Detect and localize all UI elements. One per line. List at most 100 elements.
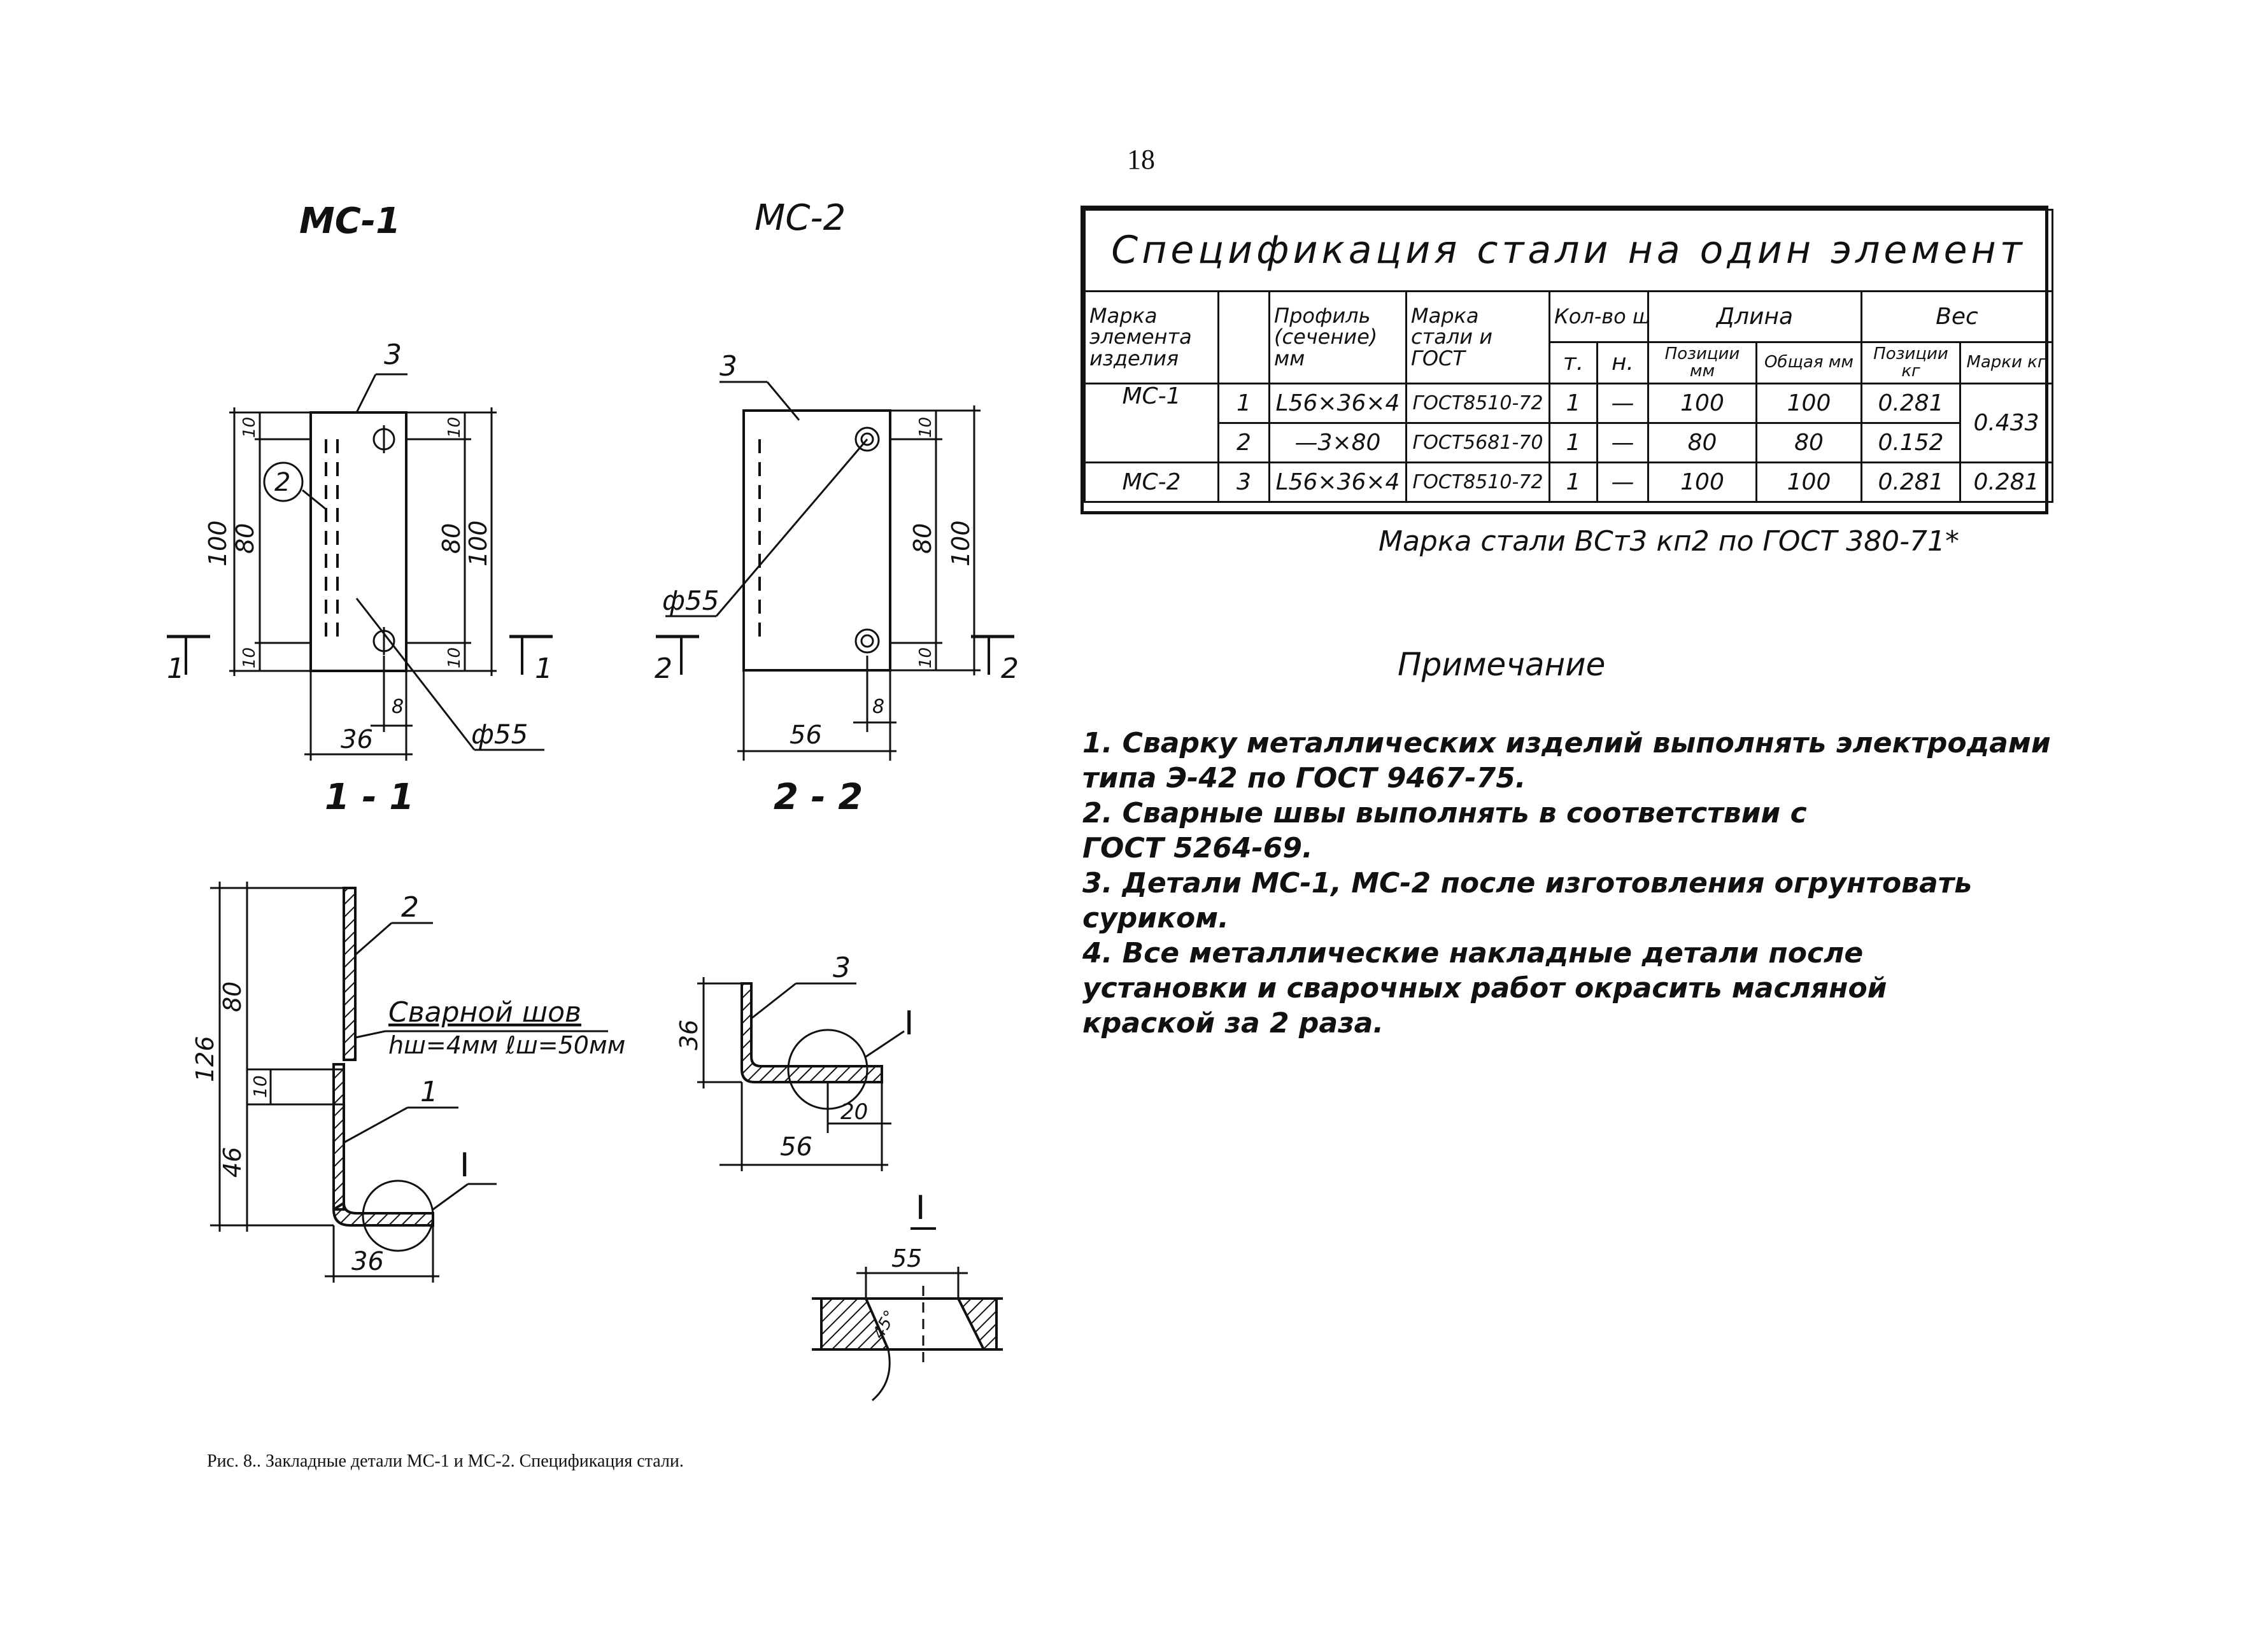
cell-len-total: 100 xyxy=(1755,383,1862,424)
mc1-hole-label: ф55 xyxy=(471,719,528,750)
hdr-w-mark: Марки кг xyxy=(1959,341,2053,384)
note-line: ГОСТ 5264-69. xyxy=(1082,832,1313,864)
mc2-plan xyxy=(656,381,1014,761)
cell-n: — xyxy=(1596,461,1649,503)
table-row: МС-1 1 L56×36×4 ГОСТ8510-72 1 — 100 100 … xyxy=(1084,383,2053,463)
hdr-weight: Вес xyxy=(1860,290,2053,343)
note-line: типа Э-42 по ГОСТ 9467-75. xyxy=(1082,762,1526,794)
detail-i xyxy=(812,1227,1003,1402)
mc1-dim-80-left: 80 xyxy=(231,523,259,554)
mc1-callout-2: 2 xyxy=(274,468,290,497)
cell-w-pos: 0.281 xyxy=(1860,461,1961,503)
note-line: установки и сварочных работ окрасить мас… xyxy=(1082,972,1887,1004)
mc1-dim-8: 8 xyxy=(392,696,404,718)
spec-table: Спецификация стали на один элемент Марка… xyxy=(1081,206,2053,514)
cell-mark: МС-2 xyxy=(1084,461,1219,503)
spec-title: Спецификация стали на один элемент xyxy=(1084,209,2053,292)
mc1-dim-10-a: 10 xyxy=(240,417,259,438)
s1-weld-title: Сварной шов xyxy=(388,996,581,1029)
section-1-1 xyxy=(210,882,608,1283)
hdr-steel: Марка стали и ГОСТ xyxy=(1405,290,1550,384)
s1-pos-1: 1 xyxy=(420,1076,438,1108)
mc2-hole-label: ф55 xyxy=(662,585,719,616)
mc2-dim-10-b: 10 xyxy=(916,647,935,668)
cell-pos: 3 xyxy=(1217,461,1270,503)
hdr-len-total: Общая мм xyxy=(1755,341,1862,384)
cell-t: 1 xyxy=(1549,461,1598,503)
cell-steel: ГОСТ8510-72 xyxy=(1405,383,1550,424)
mc1-dim-100-right: 100 xyxy=(464,520,492,567)
cell-profile: L56×36×4 xyxy=(1268,383,1407,424)
note-line: 2. Сварные швы выполнять в соответствии … xyxy=(1082,797,1807,829)
section-2-2 xyxy=(697,977,905,1171)
hdr-profile: Профиль (сечение) мм xyxy=(1268,290,1407,384)
cell-w-mark: 0.281 xyxy=(1959,461,2053,503)
mc1-dim-36: 36 xyxy=(341,725,373,754)
note-line: суриком. xyxy=(1082,902,1229,934)
hdr-len-pos: Позиции мм xyxy=(1647,341,1757,384)
cell-steel: ГОСТ8510-72 xyxy=(1405,461,1550,503)
cell-t: 1 xyxy=(1549,383,1598,424)
mc1-label-3: 3 xyxy=(384,339,402,371)
section-2-2-title: 2 - 2 xyxy=(774,777,863,818)
s2-dim-36: 36 xyxy=(675,1020,703,1050)
hdr-length: Длина xyxy=(1647,290,1862,343)
mc1-title: МС-1 xyxy=(299,201,401,242)
cell-pos: 2 xyxy=(1217,422,1270,463)
mc1-cut-left: 1 xyxy=(167,652,185,685)
figure-caption: Рис. 8.. Закладные детали МС-1 и МС-2. С… xyxy=(207,1451,684,1471)
s2-dim-20: 20 xyxy=(840,1099,868,1125)
s2-detail-I: I xyxy=(904,1004,914,1043)
cell-len-pos: 100 xyxy=(1647,461,1757,503)
s1-dim-80: 80 xyxy=(218,982,246,1012)
cell-len-total: 100 xyxy=(1755,461,1862,503)
mc2-dim-8: 8 xyxy=(872,696,884,718)
mc2-cut-right: 2 xyxy=(1001,652,1019,685)
note-line: 4. Все металлические накладные детали по… xyxy=(1082,937,1864,969)
hdr-qty-t: т. xyxy=(1549,341,1598,384)
mc1-plan xyxy=(167,373,553,761)
cell-len-pos: 100 xyxy=(1647,383,1757,424)
hdr-qty: Кол-во шт. xyxy=(1549,290,1649,343)
mc1-cut-right: 1 xyxy=(535,652,553,685)
hdr-mark: Марка элемента изделия xyxy=(1084,290,1219,384)
mc2-dim-80: 80 xyxy=(909,523,937,554)
mc1-dim-100: 100 xyxy=(204,520,232,567)
cell-n: — xyxy=(1596,383,1649,424)
detail-dim-55: 55 xyxy=(891,1244,922,1272)
steel-grade: Марка стали ВСт3 кп2 по ГОСТ 380-71* xyxy=(1379,525,1959,558)
mc1-dim-10-b: 10 xyxy=(240,647,259,668)
mc1-dim-10-c: 10 xyxy=(445,417,464,438)
s1-pos-2: 2 xyxy=(401,891,419,924)
cell-profile: —3×80 xyxy=(1268,422,1407,463)
mc2-cut-left: 2 xyxy=(655,652,672,685)
s1-dim-10: 10 xyxy=(250,1075,271,1098)
s1-dim-126: 126 xyxy=(191,1036,219,1082)
note-line: 3. Детали МС-1, МС-2 после изготовления … xyxy=(1082,867,1973,899)
page-number: 18 xyxy=(1127,144,1155,175)
note-line: 1. Сварку металлических изделий выполнят… xyxy=(1082,727,2051,759)
mc2-title: МС-2 xyxy=(755,197,846,239)
mc1-dim-10-d: 10 xyxy=(445,647,464,668)
mc2-dim-56: 56 xyxy=(790,721,822,750)
s2-pos-3: 3 xyxy=(833,952,851,984)
s2-dim-56: 56 xyxy=(780,1132,812,1162)
notes-list: 1. Сварку металлических изделий выполнят… xyxy=(1082,726,2051,1041)
notes-heading: Примечание xyxy=(1398,646,1606,683)
detail-I-label: I xyxy=(916,1189,925,1227)
hdr-w-pos: Позиции кг xyxy=(1860,341,1961,384)
section-1-1-title: 1 - 1 xyxy=(325,777,415,818)
s1-dim-36: 36 xyxy=(351,1247,384,1276)
s1-weld-spec: hш=4мм ℓш=50мм xyxy=(388,1031,625,1059)
cell-len-pos: 80 xyxy=(1647,422,1757,463)
table-row: 2 —3×80 ГОСТ5681-70 1 — 80 80 0.152 xyxy=(1085,422,2053,463)
hdr-qty-n: н. xyxy=(1596,341,1649,384)
note-line: краской за 2 раза. xyxy=(1082,1007,1384,1039)
table-row: МС-2 3 L56×36×4 ГОСТ8510-72 1 — 100 100 … xyxy=(1084,461,2053,503)
s1-detail-I: I xyxy=(460,1146,469,1185)
cell-pos: 1 xyxy=(1217,383,1270,424)
s1-dim-46: 46 xyxy=(218,1147,246,1178)
cell-w-pos: 0.281 xyxy=(1860,383,1961,424)
cell-mark: МС-1 xyxy=(1084,383,1219,463)
